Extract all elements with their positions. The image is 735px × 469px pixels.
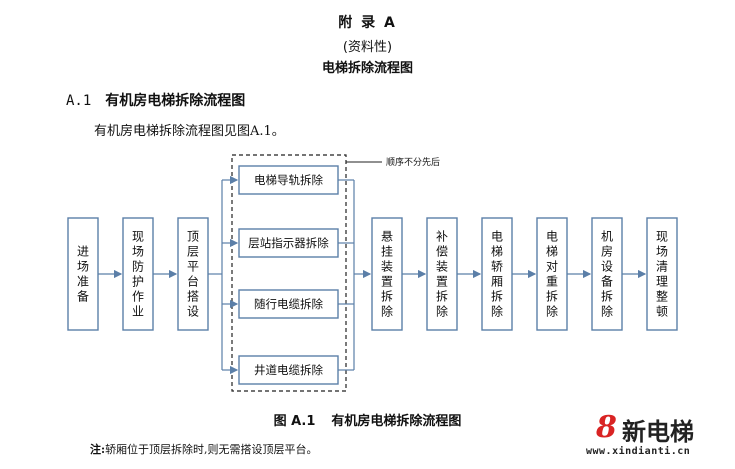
branch-step-4 [238,355,339,385]
section-title: 有机房电梯拆除流程图 [105,93,246,109]
branch-step-3-label: 随行电缆拆除 [254,297,323,311]
branch-step-4-label: 井道电缆拆除 [254,363,323,377]
step-after-2-label: 补偿装置拆除 [436,230,448,319]
step-before-2 [122,217,154,331]
figure-title: 有机房电梯拆除流程图 [331,414,462,429]
watermark-logo-icon: 8 [596,410,617,445]
branch-step-1-label: 电梯导轨拆除 [254,173,323,187]
step-after-1-label: 悬挂装置拆除 [381,230,393,319]
step-after-4 [536,217,568,331]
branch-step-2-label: 层站指示器拆除 [248,236,329,250]
section-heading: A.1 有机房电梯拆除流程图 [66,90,245,110]
step-before-3-label: 顶层平台搭设 [187,230,199,319]
branch-step-2 [238,228,339,258]
step-after-5 [591,217,623,331]
step-after-3-label: 电梯轿厢拆除 [491,230,503,319]
appendix-nature: (资料性) [342,40,393,55]
step-after-6-label: 现场清理整顿 [656,230,668,319]
step-after-5-label: 机房设备拆除 [601,230,613,319]
step-before-2-label: 现场防护作业 [132,230,144,319]
appendix-subject: 电梯拆除流程图 [321,61,413,76]
section-number: A.1 [66,93,92,109]
appendix-title: 附 录 A [338,15,397,31]
figure-note: 注:轿厢位于顶层拆除时,则无需搭设顶层平台。 [90,441,318,457]
note-text: 轿厢位于顶层拆除时,则无需搭设顶层平台。 [105,443,318,456]
body-paragraph: 有机房电梯拆除流程图见图A.1。 [94,124,285,139]
step-after-2 [426,217,458,331]
parallel-group-border [231,154,347,392]
figure-caption: 图 A.1 有机房电梯拆除流程图 [0,410,735,429]
note-label: 注: [90,443,106,456]
watermark: 8 新电梯 www.xindianti.cn [586,408,726,464]
step-after-3 [481,217,513,331]
watermark-name: 新电梯 [622,418,694,446]
branch-step-1 [238,165,339,195]
parallel-callout: 顺序不分先后 [386,156,440,168]
step-after-6 [646,217,678,331]
watermark-domain: www.xindianti.cn [586,446,691,457]
figure-number: 图 A.1 [273,414,316,429]
step-before-1-label: 进场准备 [77,245,89,304]
branch-step-3 [238,289,339,319]
step-after-4-label: 电梯对重拆除 [546,230,558,319]
